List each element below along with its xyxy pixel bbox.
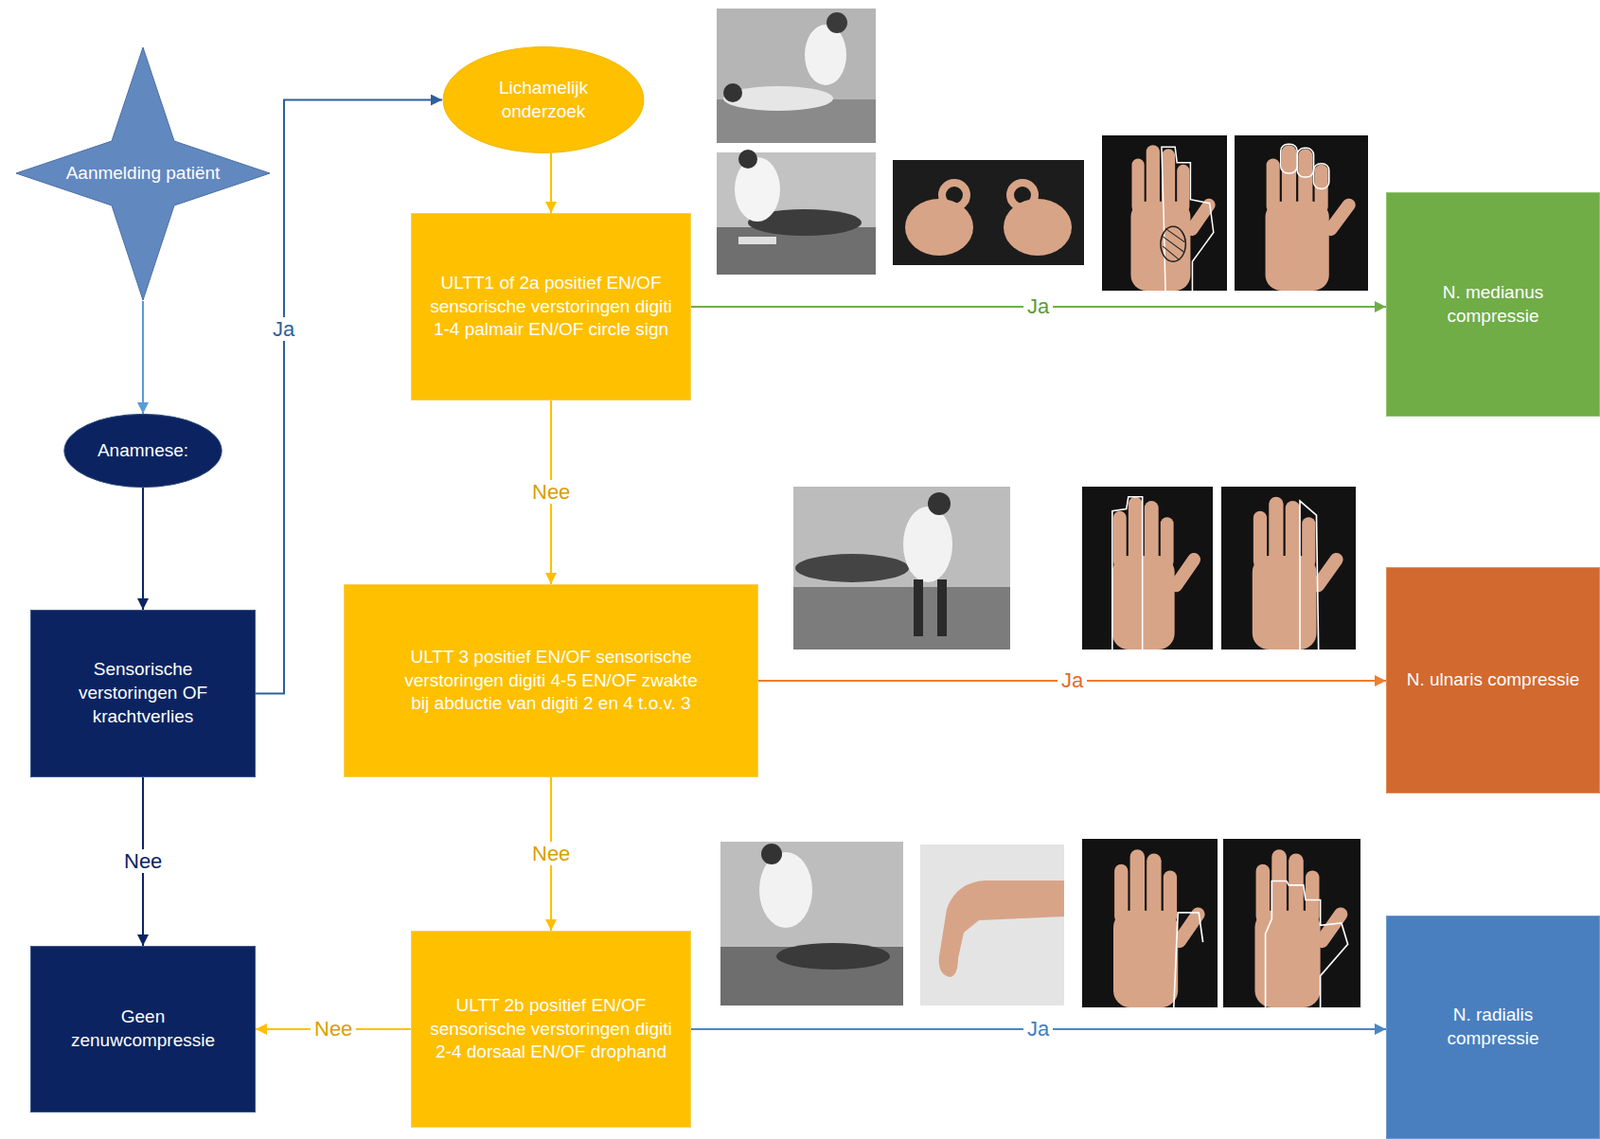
node-text: N. ulnaris compressie [1405,668,1582,693]
question-box: Sensorische verstoringen OF krachtverlie… [30,609,256,778]
node-text: N. medianus compressie [1405,281,1582,328]
illustration-part [1082,838,1218,1008]
test-box: ULTT 3 positief EN/OF sensorische versto… [343,584,759,778]
connector-arrow [142,487,144,610]
illustration-part [716,152,876,275]
illustration-part [903,506,953,583]
illustration-part [1162,228,1185,260]
illustration-part [795,553,909,583]
edge-label: Ja [1057,668,1087,693]
illustration-part [913,579,924,637]
illustration-part [1234,135,1369,291]
illustration-part [1280,143,1298,174]
circle-sign-photo [892,160,1085,266]
node-text: ULTT 2b positief EN/OF sensorische verst… [425,994,677,1065]
illustration-part [793,586,1011,650]
connector-arrow [550,153,552,214]
node-text: Aanmelding patiënt [38,161,249,186]
test-photo [720,841,904,1006]
edge-label: Ja [1023,294,1053,319]
illustration-part [1221,486,1356,650]
illustration-part [1082,486,1213,650]
illustration-part [720,841,904,1006]
test-photo [716,149,876,275]
illustration-part [761,843,783,865]
illustration-part [738,149,758,169]
edge-label: Nee [120,849,166,873]
illustration-part [1223,838,1361,1008]
illustration-part [804,24,847,86]
illustration-part [1010,182,1035,208]
edge-label: Nee [310,1016,356,1041]
node-text: Lichamelijk onderzoek [472,76,615,124]
illustration-part [738,236,777,245]
illustration-part [939,880,1065,978]
test-box: ULTT1 of 2a positief EN/OF sensorische v… [410,213,692,401]
illustration-part [1160,226,1186,262]
illustration-part [759,852,813,928]
illustration-part [1314,163,1330,190]
illustration-part [1299,500,1319,650]
illustration-part [776,942,890,970]
test-photo [793,486,1011,650]
hand-photo [1223,838,1361,1008]
illustration-part [920,844,1065,1006]
result-box: N. radialis compressie [1386,915,1600,1139]
result-box: N. medianus compressie [1386,192,1600,417]
test-photo [716,8,876,143]
drophand-photo [920,844,1065,1006]
connector-arrow [142,301,144,414]
illustration-part [1161,146,1214,291]
node-text: ULTT 3 positief EN/OF sensorische versto… [402,645,701,716]
node-text: Anamnese: [79,439,207,463]
hand-photo [1102,135,1227,291]
illustration-part [734,157,781,222]
test-box: ULTT 2b positief EN/OF sensorische verst… [410,930,692,1128]
node-text: Geen zenuwcompressie [51,1005,236,1052]
hand-photo [1082,486,1213,650]
result-box: N. ulnaris compressie [1386,567,1600,794]
illustration-part [942,182,967,208]
illustration-part [826,12,848,34]
edge-label: Ja [1023,1016,1053,1041]
ellipse-shape [442,46,645,154]
edge-label: Nee [528,480,574,504]
illustration-part [927,492,951,516]
node-text: Sensorische verstoringen OF krachtverlie… [51,657,236,729]
start-star: Aanmelding patiënt [15,46,271,302]
illustration-part [937,579,947,637]
hand-photo [1221,486,1356,650]
hand-photo [1234,135,1369,291]
illustration-part [716,8,876,143]
ellipse-outline [64,413,222,487]
illustration-part [1102,135,1227,291]
result-box: Geen zenuwcompressie [30,945,256,1113]
node-text: ULTT1 of 2a positief EN/OF sensorische v… [425,271,677,342]
ellipse-outline [443,47,644,154]
step-ellipse: Anamnese: [63,413,223,488]
illustration-part [1112,497,1143,650]
edge-label: Ja [268,317,299,341]
illustration-part [1173,912,1204,1008]
hand-photo [1082,838,1218,1008]
illustration-part [793,486,1011,650]
edge-label: Nee [528,841,574,866]
illustration-part [1297,147,1314,178]
star-outline [16,47,270,301]
step-ellipse: Lichamelijk onderzoek [442,46,645,154]
illustration-part [892,160,1085,266]
illustration-part [1265,881,1349,1009]
node-text: N. radialis compressie [1405,1003,1582,1050]
illustration-part [723,83,743,103]
